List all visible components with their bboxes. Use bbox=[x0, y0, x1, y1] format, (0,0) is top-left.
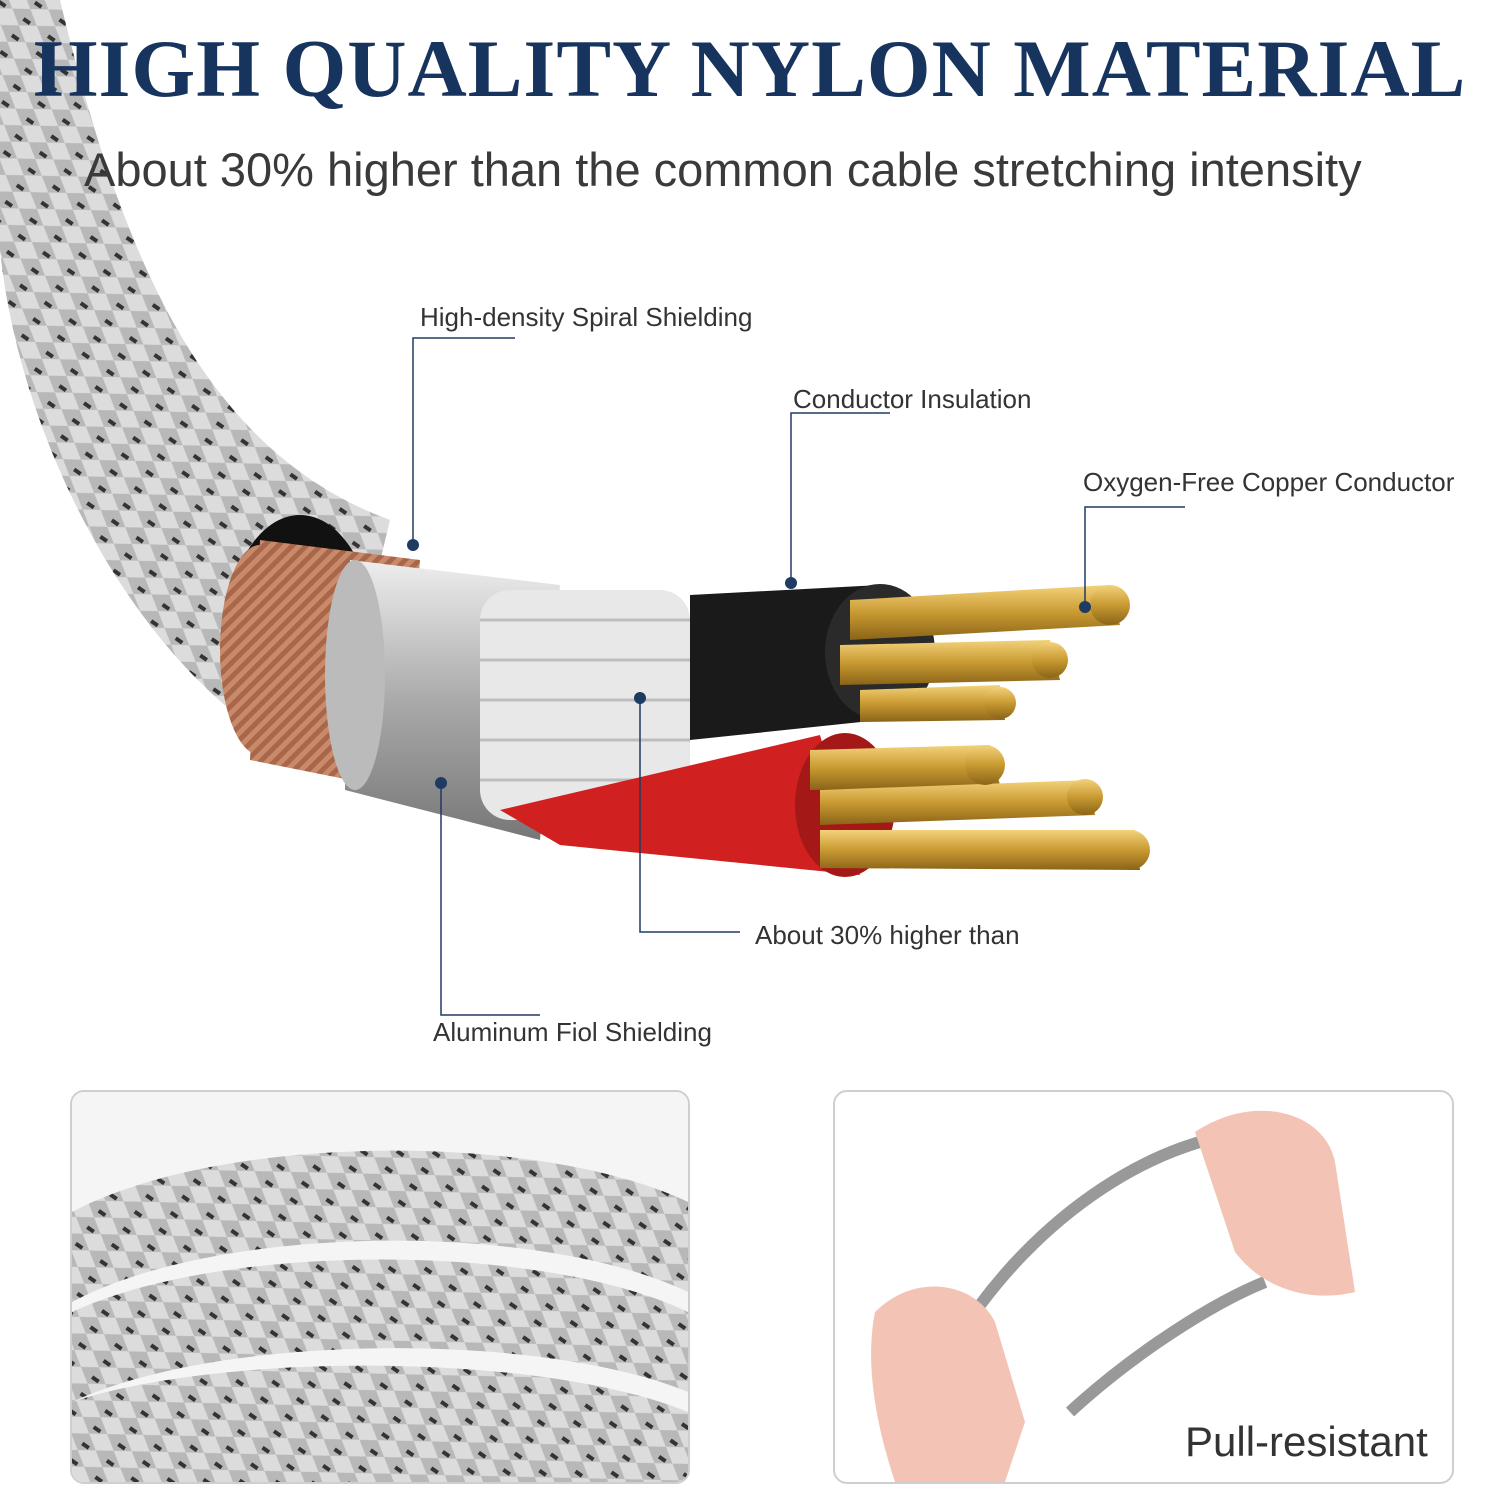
coiled-cable-image bbox=[72, 1092, 688, 1482]
callout-copper-conductor: Oxygen-Free Copper Conductor bbox=[1083, 467, 1455, 497]
pull-test-panel bbox=[833, 1090, 1454, 1484]
callout-filler: About 30% higher than bbox=[755, 920, 1020, 950]
hands-pulling-cable-image bbox=[871, 1110, 1355, 1482]
callout-conductor-insulation: Conductor Insulation bbox=[793, 384, 1032, 414]
callout-aluminum-foil: Aluminum Fiol Shielding bbox=[433, 1017, 712, 1047]
callout-spiral-shielding: High-density Spiral Shielding bbox=[420, 302, 753, 332]
red-insulation bbox=[500, 735, 860, 875]
leader-dots bbox=[407, 539, 1091, 789]
cable-cross-section-illustration bbox=[0, 0, 1185, 1016]
headline: HIGH QUALITY NYLON MATERIAL bbox=[33, 23, 1467, 114]
subheadline: About 30% higher than the common cable s… bbox=[84, 143, 1362, 196]
copper-conductors bbox=[810, 585, 1150, 870]
braided-cable-closeup-panel bbox=[70, 1090, 690, 1484]
leader-lines bbox=[412, 337, 1185, 1016]
pull-resistant-caption: Pull-resistant bbox=[1185, 1418, 1428, 1465]
filler-strands bbox=[480, 590, 690, 820]
